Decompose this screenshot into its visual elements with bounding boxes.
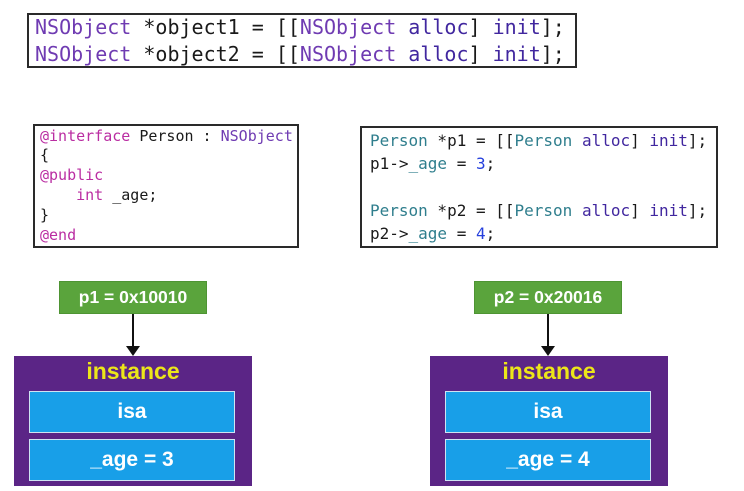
arrow-head-icon xyxy=(541,346,555,356)
field-age: _age = 4 xyxy=(445,439,651,481)
instance-box-p1: instance isa _age = 3 xyxy=(14,356,252,486)
nsobject-alloc-code-box: NSObject *object1 = [[NSObject alloc] in… xyxy=(27,13,577,68)
pointer-label-p1: p1 = 0x10010 xyxy=(59,281,207,314)
arrow-p2-to-instance xyxy=(541,314,555,356)
instance-box-p2: instance isa _age = 4 xyxy=(430,356,668,486)
field-isa: isa xyxy=(29,391,235,433)
arrow-shaft xyxy=(547,314,549,347)
person-interface-code-box: @interface Person : NSObject{@public int… xyxy=(33,124,299,248)
arrow-shaft xyxy=(132,314,134,347)
person-usage-code-box: Person *p1 = [[Person alloc] init];p1->_… xyxy=(360,126,718,248)
instance-title: instance xyxy=(502,358,596,384)
field-age: _age = 3 xyxy=(29,439,235,481)
field-isa: isa xyxy=(445,391,651,433)
instance-title: instance xyxy=(86,358,180,384)
pointer-label-p2: p2 = 0x20016 xyxy=(474,281,622,314)
arrow-head-icon xyxy=(126,346,140,356)
arrow-p1-to-instance xyxy=(126,314,140,356)
